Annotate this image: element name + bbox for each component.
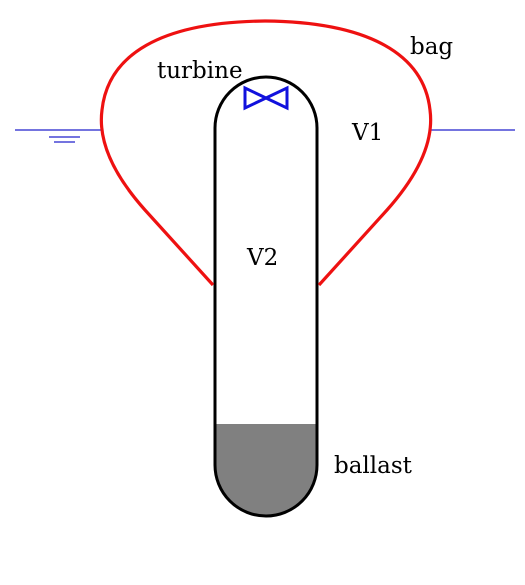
bag-outline bbox=[99, 19, 433, 287]
bowtie-valve-icon bbox=[243, 85, 289, 111]
v1-label: V1 bbox=[351, 120, 383, 146]
ballast-label: ballast bbox=[334, 453, 413, 479]
turbine-label: turbine bbox=[157, 58, 243, 84]
water-level-ground-icon bbox=[49, 136, 80, 143]
bag-label: bag bbox=[410, 34, 453, 60]
ballast-fill bbox=[215, 424, 317, 516]
v2-label: V2 bbox=[246, 245, 278, 271]
central-tube bbox=[213, 75, 319, 518]
water-surface bbox=[15, 129, 515, 143]
